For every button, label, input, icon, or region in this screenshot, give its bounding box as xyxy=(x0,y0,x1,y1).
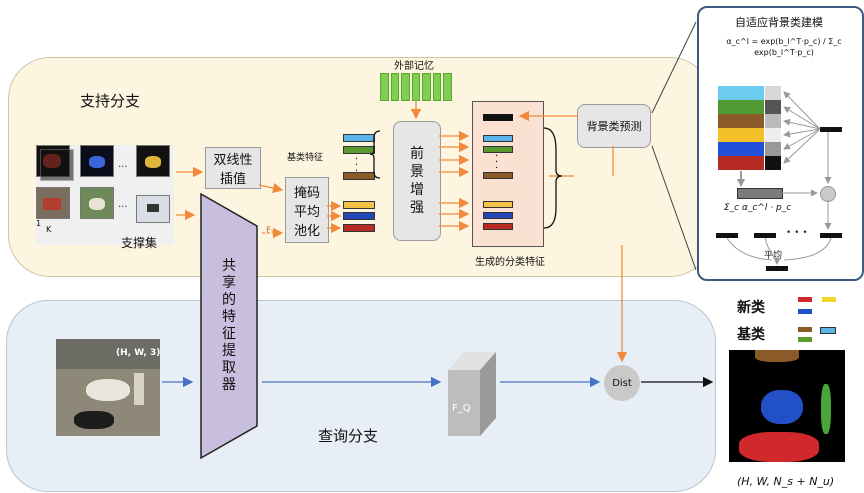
mask-avg-pool-box: 掩码 平均 池化 xyxy=(285,177,329,243)
gen-feature-bar-green xyxy=(483,146,513,153)
novel-feature-bar-blue xyxy=(343,212,375,220)
base-legend-brown xyxy=(798,327,812,332)
novel-legend-yellow xyxy=(822,297,836,302)
foreground-enhancement-box: 前 景 增 强 xyxy=(393,121,441,241)
fq-feature-map xyxy=(448,352,496,436)
seg-region-green xyxy=(821,384,831,434)
base-feature-dots: ··· xyxy=(355,154,359,177)
support-mask-thumbnail xyxy=(80,145,114,177)
one-label: 1 xyxy=(36,219,42,228)
gen-feature-bar-blue xyxy=(483,135,513,142)
inset-feature-stack xyxy=(718,86,764,170)
shared-feature-extractor xyxy=(200,192,258,460)
ellipsis-row-2: ... xyxy=(118,199,128,210)
novel-feature-bar-red xyxy=(343,224,375,232)
ellipsis-row-1: ... xyxy=(118,159,128,170)
output-shape-label: (H, W, N_s + N_u) xyxy=(737,475,835,488)
dist-node: Dist xyxy=(604,365,640,401)
motorbike-shape xyxy=(74,411,114,429)
support-mask-thumbnail xyxy=(40,149,74,181)
support-photo-thumbnail xyxy=(136,195,170,223)
novel-class-label: 新类 xyxy=(737,300,765,316)
seg-region-blue xyxy=(761,390,803,424)
inset-bg-vector-n xyxy=(820,233,842,238)
novel-feature-bar-yellow xyxy=(343,201,375,209)
alpha-formula: α_c^l = exp(b_l^T·p_c) / Σ_c exp(b_l^T·p… xyxy=(726,37,842,57)
inset-attention-weights xyxy=(765,86,781,170)
support-set-label: 支撑集 xyxy=(121,236,158,250)
support-set-images: ... ... 1 K xyxy=(36,145,174,245)
gen-feature-bar-black xyxy=(483,114,513,121)
novel-legend-red xyxy=(798,297,812,302)
query-image xyxy=(56,339,160,436)
query-branch-title: 查询分支 xyxy=(318,427,379,445)
inset-title: 自适应背景类建模 xyxy=(735,16,823,29)
inset-final-bg-vector xyxy=(766,266,788,271)
shared-extractor-label: 共享的特征提取器 xyxy=(222,258,236,393)
fs-label: Fₛ xyxy=(266,226,275,236)
external-memory-label: 外部记忆 xyxy=(394,61,434,72)
inset-bg-vector-1 xyxy=(716,233,738,238)
person-shape xyxy=(134,373,144,405)
bilinear-interp-box: 双线性 插值 xyxy=(205,147,261,189)
base-legend-cyan xyxy=(820,327,836,334)
support-mask-thumbnail xyxy=(136,145,170,177)
cow-shape xyxy=(86,379,130,401)
fq-label: F_Q xyxy=(452,403,471,414)
inset-bg-vector xyxy=(820,127,842,132)
generated-features-panel: ··· xyxy=(472,101,544,247)
seg-region-red xyxy=(739,432,819,462)
support-branch-title: 支持分支 xyxy=(80,92,141,110)
inset-bg-vector-2 xyxy=(754,233,776,238)
gen-feature-bar-brown xyxy=(483,172,513,179)
inset-sum-label: Σ_c α_c^l · p_c xyxy=(724,203,792,213)
gen-feature-bar-yellow xyxy=(483,201,513,208)
base-class-label: 基类 xyxy=(737,327,765,343)
k-label: K xyxy=(46,225,52,234)
bg-class-prediction-box: 背景类预测 xyxy=(577,104,651,148)
inset-ellipsis: • • • xyxy=(786,228,808,238)
query-shape-label: (H, W, 3) xyxy=(116,348,161,358)
support-photo-thumbnail xyxy=(80,187,114,219)
external-memory-block xyxy=(380,73,453,101)
gen-feature-dots: ··· xyxy=(495,151,499,174)
segmentation-output xyxy=(729,350,845,462)
novel-legend-blue xyxy=(798,309,812,314)
base-features-label: 基类特征 xyxy=(287,153,324,163)
generated-features-label: 生成的分类特征 xyxy=(475,257,545,268)
gen-feature-bar-navy xyxy=(483,212,513,219)
base-legend-green xyxy=(798,337,812,342)
support-photo-thumbnail xyxy=(36,187,70,219)
seg-region-brown xyxy=(755,350,799,362)
gen-feature-bar-red xyxy=(483,223,513,230)
